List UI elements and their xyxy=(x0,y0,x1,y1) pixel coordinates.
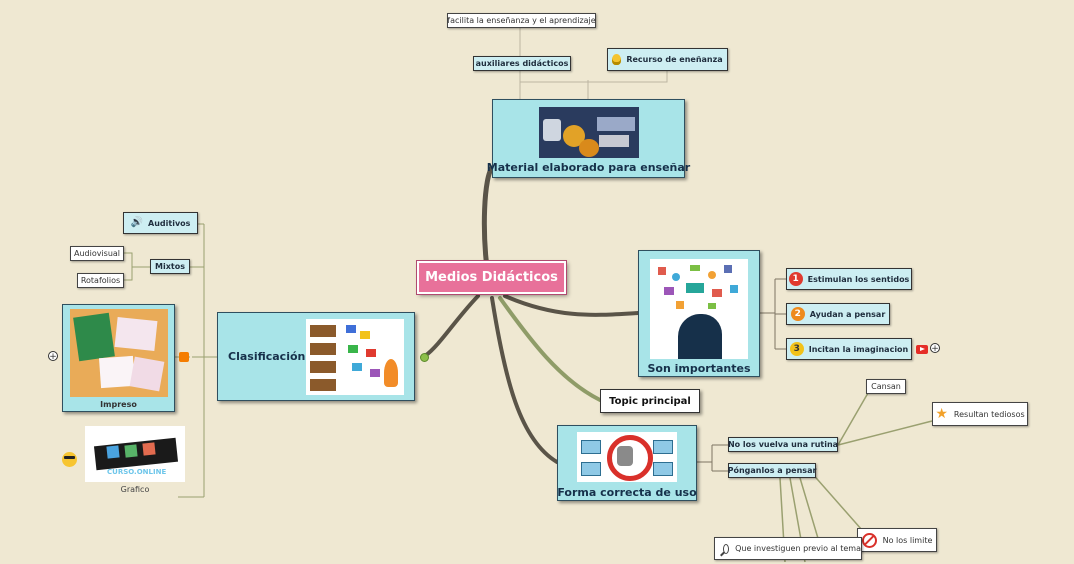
speaker-icon: 🔊 xyxy=(130,217,144,228)
printed-material-image xyxy=(69,309,168,397)
grafico-banner-text: CURSO.ONLINE xyxy=(107,468,167,476)
recurso-label: Recurso de eneñanza xyxy=(626,55,723,64)
youtube-icon[interactable] xyxy=(916,345,928,354)
number-3-icon: 3 xyxy=(789,342,804,356)
son-importantes-title: Son importantes xyxy=(647,362,751,375)
item-estimulan[interactable]: 1 Estimulan los sentidos xyxy=(786,268,912,290)
clasificacion-node[interactable]: Clasificación xyxy=(217,312,415,401)
investiguen-node[interactable]: Que investiguen previo al tema xyxy=(714,537,862,560)
rotafolios-node[interactable]: Rotafolios xyxy=(77,273,124,288)
cansan-label: Cansan xyxy=(871,382,901,391)
grafico-image: CURSO.ONLINE xyxy=(85,426,185,482)
magnifier-icon xyxy=(720,543,730,556)
grafico-caption: Grafico xyxy=(120,485,150,494)
collapse-toggle-icon[interactable] xyxy=(420,353,429,362)
no-hand-image xyxy=(577,432,677,482)
branch-son xyxy=(503,294,640,317)
no-entry-icon xyxy=(861,532,877,548)
rutina-label: No los vuelva una rutina xyxy=(727,440,839,449)
number-2-icon: 2 xyxy=(790,307,805,321)
auditivos-label: Auditivos xyxy=(148,218,191,228)
son-importantes-node[interactable]: Son importantes xyxy=(638,250,760,377)
material-node[interactable]: Material elaborado para enseñar xyxy=(487,99,690,178)
audiovisual-label: Audiovisual xyxy=(73,249,121,258)
item-incitan[interactable]: 3 Incitan la imaginacion xyxy=(786,338,912,360)
head-ideas-image xyxy=(650,259,748,359)
line-rutina-children xyxy=(837,392,933,446)
facilita-label: facilita la enseñanza y el aprendizaje xyxy=(447,16,596,25)
boxes-image xyxy=(306,318,404,395)
forma-correcta-node[interactable]: Forma correcta de uso xyxy=(557,425,697,501)
no-limite-label: No los limite xyxy=(882,535,933,545)
incitan-label: Incitan la imaginacion xyxy=(808,344,909,354)
branch-clasificacion xyxy=(423,294,480,358)
expand-plus-icon[interactable]: + xyxy=(930,343,940,354)
pensar-node[interactable]: Pónganlos a pensar xyxy=(728,463,816,478)
star-icon: ★ xyxy=(935,406,948,422)
clasificacion-title: Clasificación xyxy=(228,350,306,363)
material-image xyxy=(538,107,639,158)
line-forma-children xyxy=(697,444,728,472)
no-limite-node[interactable]: No los limite xyxy=(857,528,937,552)
line-material-children xyxy=(519,28,668,100)
root-node[interactable]: Medios Didácticos xyxy=(416,260,567,295)
ayudan-label: Ayudan a pensar xyxy=(809,309,886,319)
pensar-label: Pónganlos a pensar xyxy=(727,466,817,475)
branch-forma xyxy=(490,296,559,464)
topic-principal-node[interactable]: Topic principal xyxy=(600,389,700,413)
auxiliares-node[interactable]: auxiliares didácticos xyxy=(473,56,571,71)
branch-topic xyxy=(498,296,602,402)
forma-correcta-title: Forma correcta de uso xyxy=(557,486,697,499)
line-pensar-children xyxy=(779,470,863,563)
item-ayudan[interactable]: 2 Ayudan a pensar xyxy=(786,303,890,325)
recurso-node[interactable]: Recurso de eneñanza xyxy=(607,48,728,71)
estimulan-label: Estimulan los sentidos xyxy=(807,274,910,284)
topic-principal-label: Topic principal xyxy=(609,395,691,407)
rotafolios-label: Rotafolios xyxy=(80,276,121,285)
audiovisual-node[interactable]: Audiovisual xyxy=(70,246,124,261)
sunglasses-smiley-icon xyxy=(62,452,77,467)
rutina-node[interactable]: No los vuelva una rutina xyxy=(728,437,838,452)
material-title: Material elaborado para enseñar xyxy=(486,161,691,174)
investiguen-label: Que investiguen previo al tema xyxy=(735,544,861,553)
facilita-node[interactable]: facilita la enseñanza y el aprendizaje xyxy=(447,13,596,28)
mixtos-label: Mixtos xyxy=(155,262,185,271)
impreso-node[interactable]: Impreso xyxy=(62,304,175,412)
tediosos-node[interactable]: ★ Resultan tediosos xyxy=(932,402,1028,426)
auxiliares-label: auxiliares didácticos xyxy=(475,59,569,68)
impreso-title: Impreso xyxy=(100,400,137,409)
tediosos-label: Resultan tediosos xyxy=(953,409,1025,419)
lightbulb-icon xyxy=(612,54,622,65)
auditivos-node[interactable]: 🔊 Auditivos xyxy=(123,212,198,234)
number-1-icon: 1 xyxy=(788,272,803,286)
expand-plus-icon-left[interactable]: + xyxy=(48,351,58,362)
line-son-items xyxy=(760,278,786,350)
cansan-node[interactable]: Cansan xyxy=(866,379,906,394)
root-label: Medios Didácticos xyxy=(425,270,558,285)
mixtos-node[interactable]: Mixtos xyxy=(150,259,190,274)
blogger-icon[interactable] xyxy=(179,352,189,362)
